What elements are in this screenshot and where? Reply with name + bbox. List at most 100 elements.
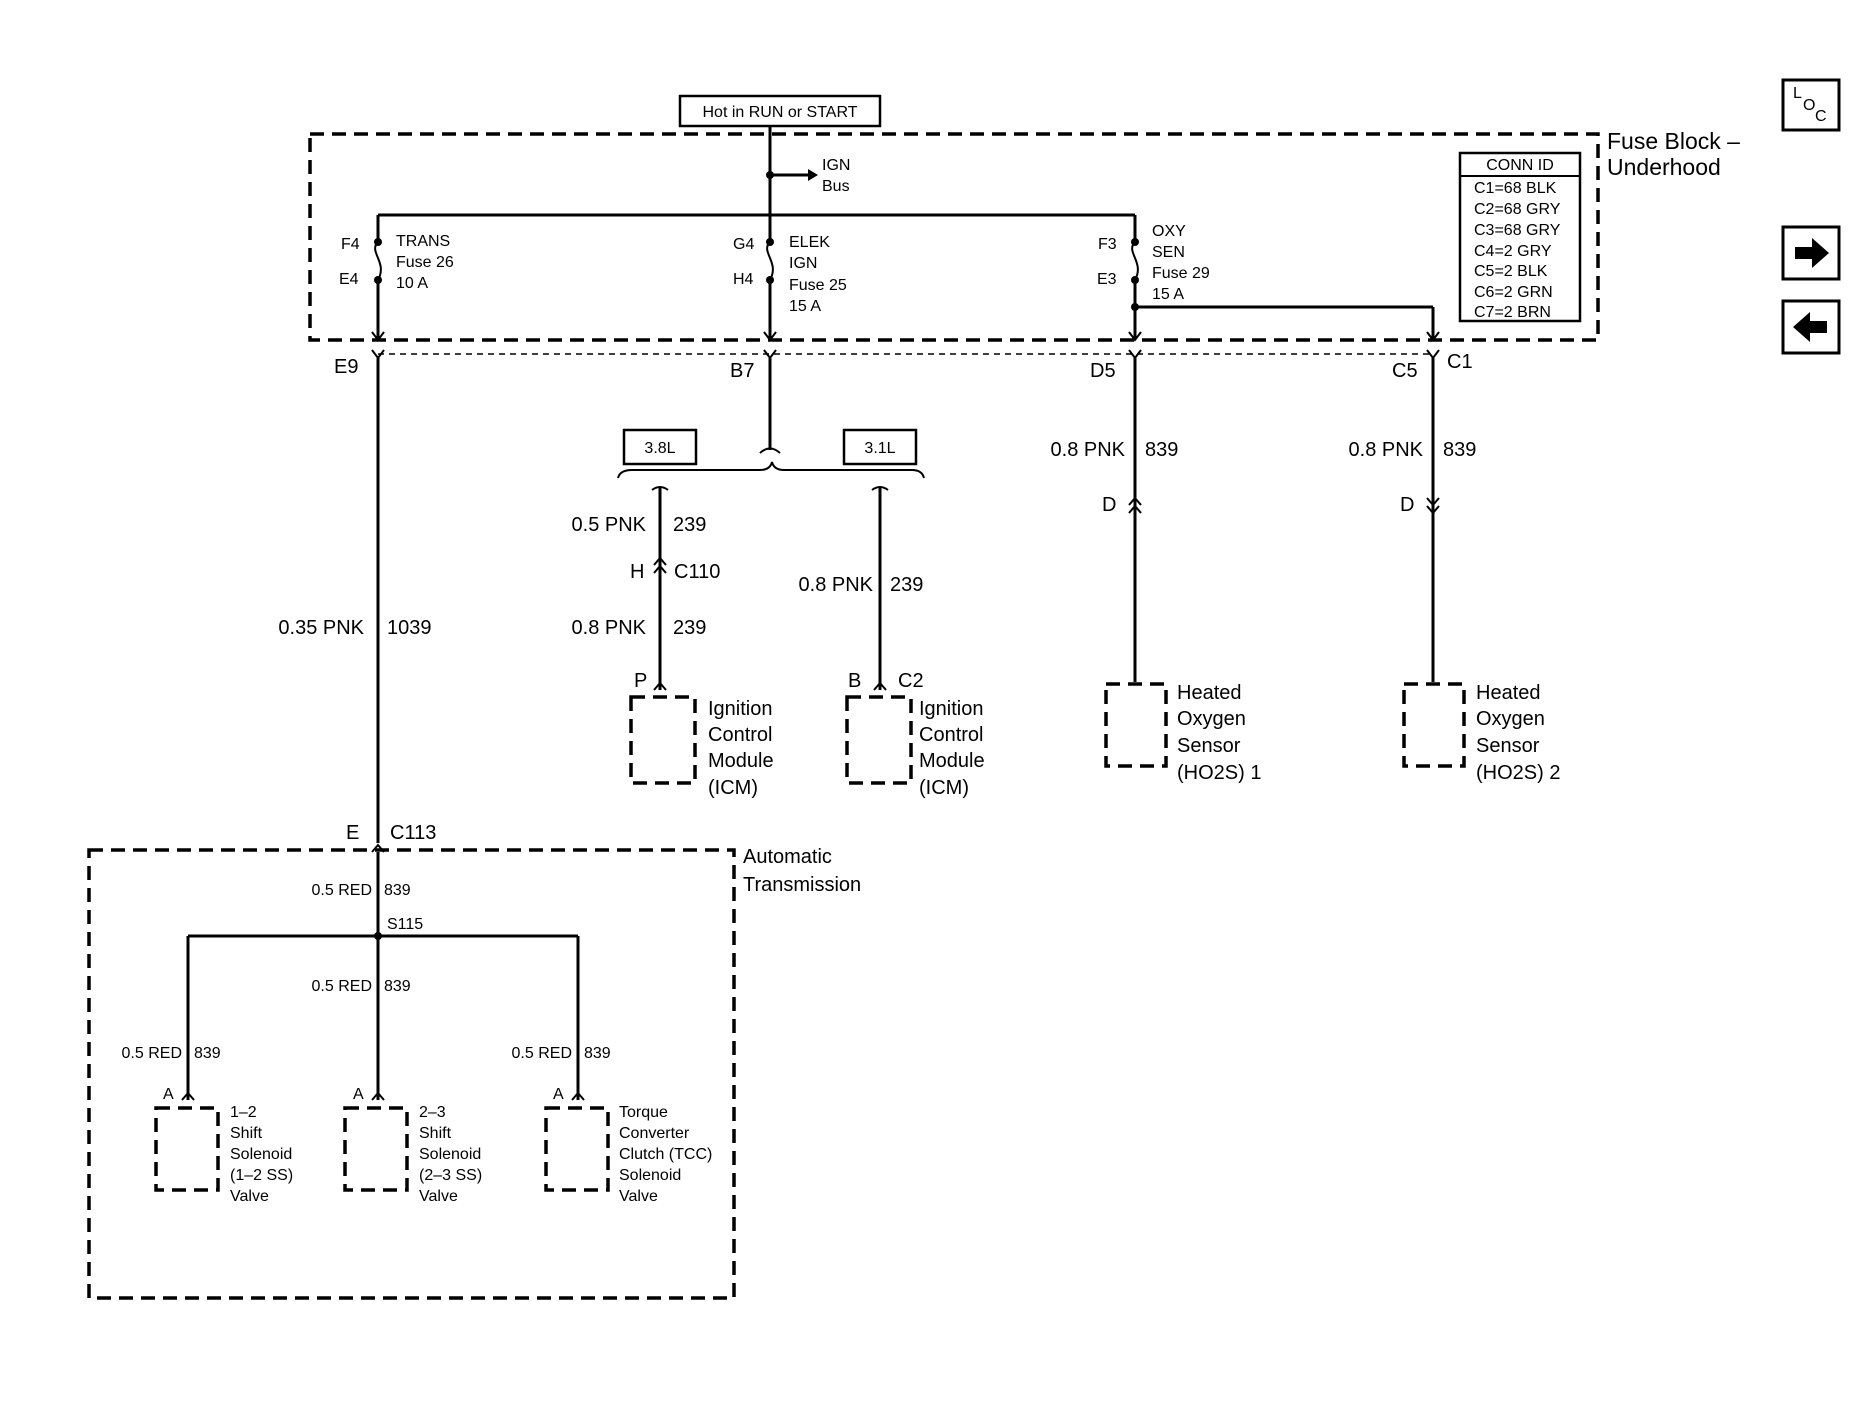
ho2s1-branch: 0.8 PNK 839 D Heated Oxygen Sensor (HO2S… — [1051, 358, 1261, 784]
sol2-label: Shift — [419, 1125, 452, 1142]
wire-gauge-label: 0.5 PNK — [572, 514, 647, 536]
option-38l-box — [622, 428, 698, 466]
ho2s1-pin: D — [1102, 494, 1116, 516]
output-connectors: E9 B7 D5 C5 C1 — [334, 349, 1473, 382]
sol2-pin: A — [353, 1086, 364, 1103]
sol2-label: Solenoid — [419, 1146, 481, 1163]
at-wiring: 0.5 RED 839 S115 0.5 RED 839 0.5 RED 839… — [122, 852, 611, 1101]
fuse-label: ELEK — [789, 234, 830, 251]
arrow-left-icon — [1793, 312, 1827, 342]
icm1-outline — [629, 695, 697, 785]
sol1-label: (1–2 SS) — [230, 1167, 293, 1184]
icm1-label: (ICM) — [708, 777, 758, 799]
ign-bus-arrow-icon — [808, 169, 818, 181]
c110-pin: H — [630, 561, 644, 583]
loc-button[interactable]: L O C — [1781, 78, 1841, 132]
fuse-label: Fuse 25 — [789, 277, 847, 294]
power-source-box — [678, 94, 882, 128]
icm2-outline — [845, 695, 913, 785]
output-pin-b7: B7 — [730, 360, 754, 382]
sol1-label: Solenoid — [230, 1146, 292, 1163]
icm-31l-branch: 0.8 PNK 239 B C2 Ignition Control Module… — [799, 486, 985, 799]
wire-circuit-label: 839 — [384, 978, 411, 995]
sol3-label: Converter — [619, 1125, 690, 1142]
wire-circuit-label: 1039 — [387, 617, 432, 639]
wire-circuit-label: 839 — [1443, 439, 1476, 461]
fuse-label: SEN — [1152, 244, 1185, 261]
icm1-label: Control — [708, 724, 772, 746]
wire-circuit-label: 239 — [890, 574, 923, 596]
sol3-label: Clutch (TCC) — [619, 1146, 712, 1163]
ho2s1-label: Sensor — [1177, 735, 1241, 757]
wire-gauge-label: 0.8 PNK — [799, 574, 874, 596]
icm2-label: Control — [919, 724, 983, 746]
icm2-label: (ICM) — [919, 777, 969, 799]
next-page-button[interactable] — [1781, 225, 1841, 281]
wire-gauge-label: 0.8 PNK — [1349, 439, 1424, 461]
ho2s2-branch: 0.8 PNK 839 D Heated Oxygen Sensor (HO2S… — [1349, 358, 1560, 784]
ho2s2-label: Sensor — [1476, 735, 1540, 757]
previous-page-button[interactable] — [1781, 299, 1841, 355]
fuse-label: Fuse 26 — [396, 254, 454, 271]
conn-id-row: C3=68 GRY — [1474, 222, 1561, 239]
c113-pin: E — [346, 822, 359, 844]
sol2-label: 2–3 — [419, 1104, 446, 1121]
auto-trans-label: Automatic — [743, 846, 832, 868]
ho2s2-label: Oxygen — [1476, 708, 1545, 730]
conn-id-row: C6=2 GRN — [1474, 284, 1553, 301]
fuse-pin-label: H4 — [733, 271, 754, 288]
fuse-pin-label: G4 — [733, 236, 754, 253]
wire-circuit-label: 239 — [673, 617, 706, 639]
conn-id-row: C5=2 BLK — [1474, 263, 1548, 280]
wire-circuit-label: 839 — [1145, 439, 1178, 461]
sol2-outline — [343, 1106, 409, 1192]
solenoid-tcc: A Torque Converter Clutch (TCC) Solenoid… — [544, 1086, 712, 1205]
sol2-label: Valve — [419, 1188, 458, 1205]
arrow-right-icon — [1795, 238, 1829, 268]
sol2-label: (2–3 SS) — [419, 1167, 482, 1184]
fuse-label: Fuse 29 — [1152, 265, 1210, 282]
sol1-label: Shift — [230, 1125, 263, 1142]
ign-bus-label-1: IGN — [822, 157, 850, 174]
fuse-block-outline — [308, 132, 1600, 342]
wire-gauge-label: 0.5 RED — [312, 978, 372, 995]
splice-label: S115 — [387, 916, 423, 933]
ho2s2-label: (HO2S) 2 — [1476, 762, 1560, 784]
fuse-trans: F4 E4 TRANS Fuse 26 10 A — [339, 233, 454, 342]
conn-id-row: C7=2 BRN — [1474, 304, 1551, 321]
solenoid-23: A 2–3 Shift Solenoid (2–3 SS) Valve — [343, 1086, 482, 1205]
fuse-block-title-2: Underhood — [1607, 154, 1721, 180]
wire-gauge-label: 0.5 RED — [312, 882, 372, 899]
wire-gauge-label: 0.8 PNK — [1051, 439, 1126, 461]
option-31l: 3.1L — [864, 440, 895, 457]
option-31l-box — [842, 428, 918, 466]
solenoid-12: A 1–2 Shift Solenoid (1–2 SS) Valve — [154, 1086, 293, 1205]
fuse-oxy-sen: F3 E3 OXY SEN Fuse 29 15 A — [1097, 223, 1440, 342]
fuse-label: TRANS — [396, 233, 450, 250]
wire-gauge-label: 0.8 PNK — [572, 617, 647, 639]
wire-gauge-label: 0.35 PNK — [278, 617, 364, 639]
sol1-outline — [154, 1106, 220, 1192]
conn-id-row: C4=2 GRY — [1474, 243, 1552, 260]
wire-circuit-label: 839 — [384, 882, 411, 899]
wire-circuit-label: 239 — [673, 514, 706, 536]
sol1-pin: A — [163, 1086, 174, 1103]
ho2s2-label: Heated — [1476, 682, 1541, 704]
auto-trans-outline — [87, 848, 736, 1300]
ho2s1-label: Heated — [1177, 682, 1242, 704]
fuse-label: 15 A — [1152, 286, 1184, 303]
fuse-pin-label: E3 — [1097, 271, 1117, 288]
wire-gauge-label: 0.5 RED — [512, 1045, 572, 1062]
auto-trans-label: Transmission — [743, 874, 861, 896]
fuse-pin-label: E4 — [339, 271, 359, 288]
option-38l: 3.8L — [644, 440, 675, 457]
wire-circuit-label: 839 — [194, 1045, 221, 1062]
conn-id-row: C2=68 GRY — [1474, 201, 1561, 218]
loc-letter-c: C — [1815, 108, 1827, 125]
fuse-label: 10 A — [396, 275, 428, 292]
power-source-label: Hot in RUN or START — [703, 104, 858, 121]
icm1-label: Module — [708, 750, 774, 772]
icm2-label: Module — [919, 750, 985, 772]
conn-id-title: CONN ID — [1486, 157, 1554, 174]
